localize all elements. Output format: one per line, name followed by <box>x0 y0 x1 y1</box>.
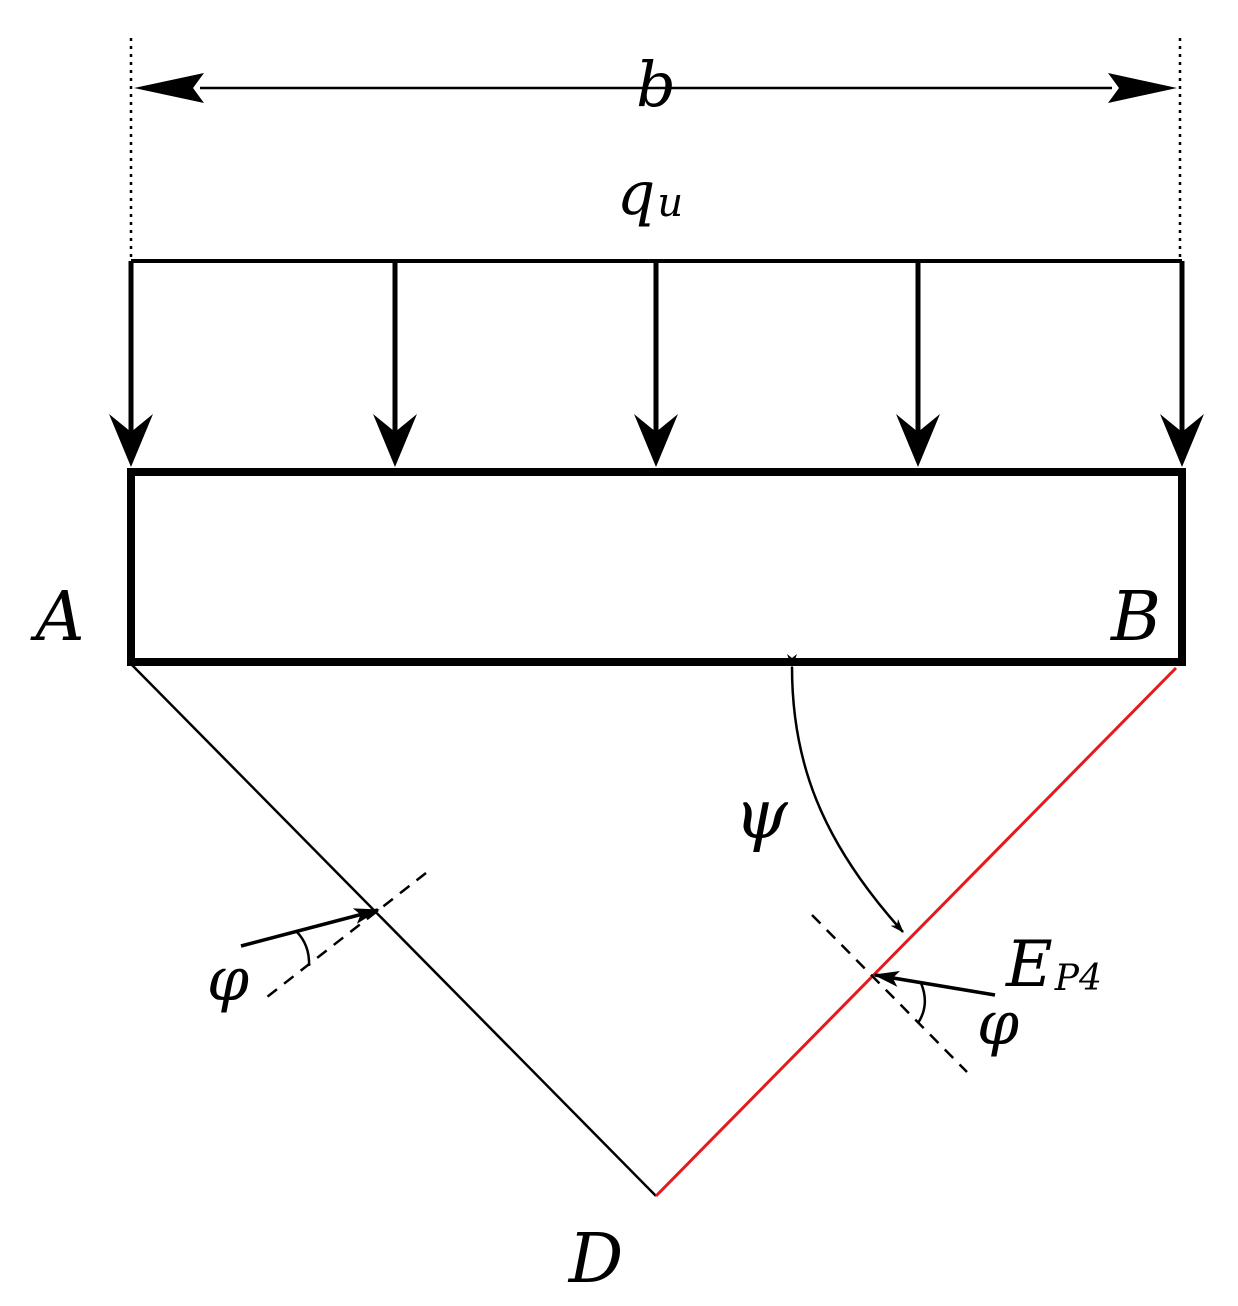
load-arrow <box>634 261 678 467</box>
load-arrow <box>109 261 153 467</box>
distributed-load <box>109 259 1204 467</box>
psi-angle-arc <box>786 653 904 933</box>
left-friction-angle-label: φ <box>207 945 249 1015</box>
load-label-main: q <box>617 159 655 229</box>
psi-angle-label: ψ <box>734 776 788 855</box>
wedge-right-side <box>654 666 1178 1198</box>
left-friction-arc <box>295 930 311 967</box>
apex-d-label: D <box>567 1220 624 1299</box>
footing <box>127 468 1186 666</box>
dimension-arrow-left <box>134 73 204 103</box>
right-reaction-arrow <box>873 971 996 997</box>
load-arrow <box>1160 261 1204 467</box>
right-friction-angle-label: φ <box>977 989 1019 1059</box>
right-force: φ EP4 <box>811 914 1102 1073</box>
load-label: qu <box>617 159 683 229</box>
load-label-subscript: u <box>657 180 683 226</box>
dimension-arrow-right <box>1108 73 1177 103</box>
left-normal-dashed-line <box>266 872 427 998</box>
force-label: EP4 <box>1005 928 1102 1002</box>
right-normal-dashed-line <box>811 914 968 1073</box>
left-reaction-arrow <box>240 908 380 948</box>
wedge-left-side <box>130 663 657 1197</box>
load-arrow <box>896 261 940 467</box>
load-arrow <box>373 261 417 467</box>
right-friction-arc <box>916 982 927 1024</box>
corner-a-label: A <box>29 578 84 657</box>
width-label: b <box>636 48 676 121</box>
width-dimension: b <box>129 38 1182 258</box>
force-label-subscript: P4 <box>1054 958 1102 999</box>
force-label-main: E <box>1005 928 1053 1002</box>
corner-b-label: B <box>1109 578 1161 657</box>
left-force: φ <box>207 872 427 1015</box>
